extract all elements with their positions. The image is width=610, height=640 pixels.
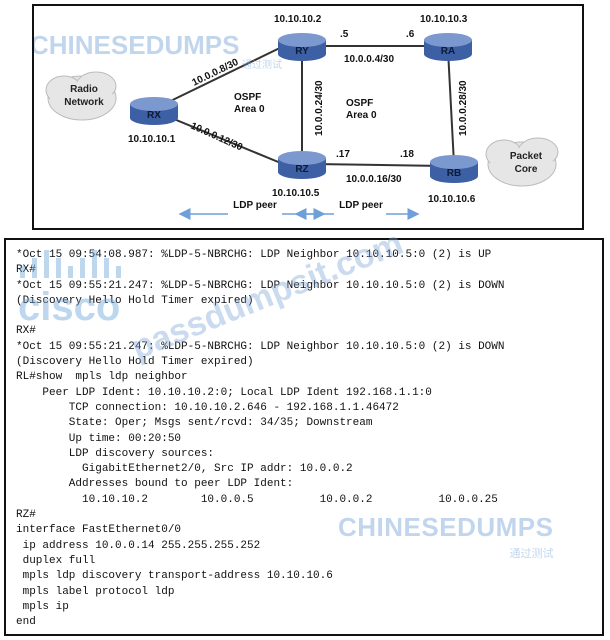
subnet-rx-ry: 10.0.0.8/30 bbox=[190, 57, 240, 89]
cli-line: *Oct 15 09:54:08.987: %LDP-5-NBRCHG: LDP… bbox=[16, 249, 492, 261]
subnet-ra-rb: 10.0.0.28/30 bbox=[458, 80, 469, 136]
cli-line: (Discovery Hello Hold Timer expired) bbox=[16, 356, 254, 369]
cli-line: Peer LDP Ident: 10.10.10.2:0; Local LDP … bbox=[16, 386, 432, 399]
ldp-peer-label-right: LDP peer bbox=[339, 200, 383, 211]
router-rx-ip: 10.10.10.1 bbox=[128, 134, 176, 145]
router-ry-label: RY bbox=[295, 46, 309, 57]
link-layer bbox=[151, 43, 455, 167]
cli-line: Up time: 00:20:50 bbox=[16, 432, 182, 445]
ldp-peer-arrow-right: LDP peer bbox=[294, 200, 420, 220]
router-rz-ip: 10.10.10.5 bbox=[272, 188, 320, 199]
router-ry-ip: 10.10.10.2 bbox=[274, 14, 322, 25]
ospf-area-right-line2: Area 0 bbox=[346, 110, 377, 121]
router-rb-label: RB bbox=[447, 168, 461, 179]
cloud-packet-label-2: Core bbox=[515, 164, 538, 175]
ldp-peer-arrow-left: LDP peer bbox=[178, 200, 326, 220]
brand-watermark-text-top: CHINESEDUMPS bbox=[34, 30, 239, 60]
cli-line: Addresses bound to peer LDP Ident: bbox=[16, 478, 294, 491]
router-rx-icon: RX bbox=[130, 97, 178, 125]
topology-canvas: Radio Network Packet Core RX RY bbox=[30, 14, 559, 220]
ospf-area-right-line1: OSPF bbox=[346, 98, 373, 109]
cloud-radio-network: Radio Network bbox=[45, 71, 117, 121]
subnet-rx-rz: 10.0.0.12/30 bbox=[189, 121, 245, 154]
cli-line: GigabitEthernet2/0, Src IP addr: 10.0.0.… bbox=[16, 463, 353, 476]
router-rz-icon: RZ bbox=[278, 151, 326, 179]
brand-watermark-top: CHINESEDUMPS 通过测试 bbox=[30, 30, 282, 71]
cli-line: LDP discovery sources: bbox=[16, 447, 215, 460]
cli-line: mpls label protocol ldp bbox=[16, 585, 175, 598]
subnet-ry-ra: 10.0.0.4/30 bbox=[344, 54, 394, 65]
cli-line: end bbox=[16, 616, 36, 629]
cli-line: mpls ldp discovery transport-address 10.… bbox=[16, 570, 333, 583]
cli-line: State: Oper; Msgs sent/rcvd: 34/35; Down… bbox=[16, 417, 373, 430]
subnet-ry-rz: 10.0.0.24/30 bbox=[314, 80, 325, 136]
router-rb-icon: RB bbox=[430, 155, 478, 183]
link-ra-rb bbox=[447, 49, 455, 165]
router-ry-icon: RY bbox=[278, 33, 326, 61]
cli-line: TCP connection: 10.10.10.2.646 - 192.168… bbox=[16, 401, 399, 414]
router-ra-icon: RA bbox=[424, 33, 472, 61]
cli-line: interface FastEthernet0/0 bbox=[16, 524, 182, 537]
cli-output-panel: *Oct 15 09:54:08.987: %LDP-5-NBRCHG: LDP… bbox=[4, 224, 604, 636]
ldp-peer-label-left: LDP peer bbox=[233, 200, 277, 211]
cloud-radio-label-2: Network bbox=[64, 97, 104, 108]
cloud-radio-label-1: Radio bbox=[70, 84, 98, 95]
host-rz-rb-b: .18 bbox=[400, 149, 414, 160]
router-rz-label: RZ bbox=[295, 164, 308, 175]
link-rz-rb bbox=[313, 163, 445, 167]
router-rb-ip: 10.10.10.6 bbox=[428, 194, 476, 205]
cli-output-lines: *Oct 15 09:54:08.987: %LDP-5-NBRCHG: LDP… bbox=[16, 248, 504, 630]
cli-line: (Discovery Hello Hold Timer expired) bbox=[16, 294, 254, 307]
brand-watermark-sub-top: 通过测试 bbox=[242, 58, 282, 71]
router-ra-ip: 10.10.10.3 bbox=[420, 14, 468, 25]
cli-line bbox=[16, 309, 504, 324]
cli-line: *Oct 15 09:55:21.247: %LDP-5-NBRCHG: LDP… bbox=[16, 279, 505, 292]
cli-line: RZ# bbox=[16, 509, 36, 522]
subnet-rz-rb: 10.0.0.16/30 bbox=[346, 174, 402, 185]
link-rx-ry bbox=[151, 43, 289, 111]
cloud-packet-label-1: Packet bbox=[510, 151, 543, 162]
ospf-area-left-line2: Area 0 bbox=[234, 104, 265, 115]
host-rz-rb-a: .17 bbox=[336, 149, 350, 160]
cli-line: RL#show mpls ldp neighbor bbox=[16, 371, 188, 384]
cli-line: 10.10.10.2 10.0.0.5 10.0.0.2 10.0.0.25 bbox=[16, 493, 498, 506]
cli-line: *Oct 15 09:55:21.247: %LDP-5-NBRCHG: LDP… bbox=[16, 340, 505, 353]
cli-line: RX# bbox=[16, 264, 36, 277]
host-ry-ra-a: .5 bbox=[340, 29, 349, 40]
network-topology-diagram: Radio Network Packet Core RX RY bbox=[30, 4, 584, 230]
cli-line: ip address 10.0.0.14 255.255.255.252 bbox=[16, 539, 261, 552]
ospf-area-left-line1: OSPF bbox=[234, 92, 261, 103]
cli-line: duplex full bbox=[16, 554, 96, 567]
cloud-packet-core: Packet Core bbox=[485, 137, 559, 187]
cli-line: RX# bbox=[16, 325, 36, 338]
router-rx-label: RX bbox=[147, 110, 161, 121]
cli-line: mpls ip bbox=[16, 600, 69, 613]
host-ry-ra-b: .6 bbox=[406, 29, 415, 40]
router-ra-label: RA bbox=[441, 46, 455, 57]
